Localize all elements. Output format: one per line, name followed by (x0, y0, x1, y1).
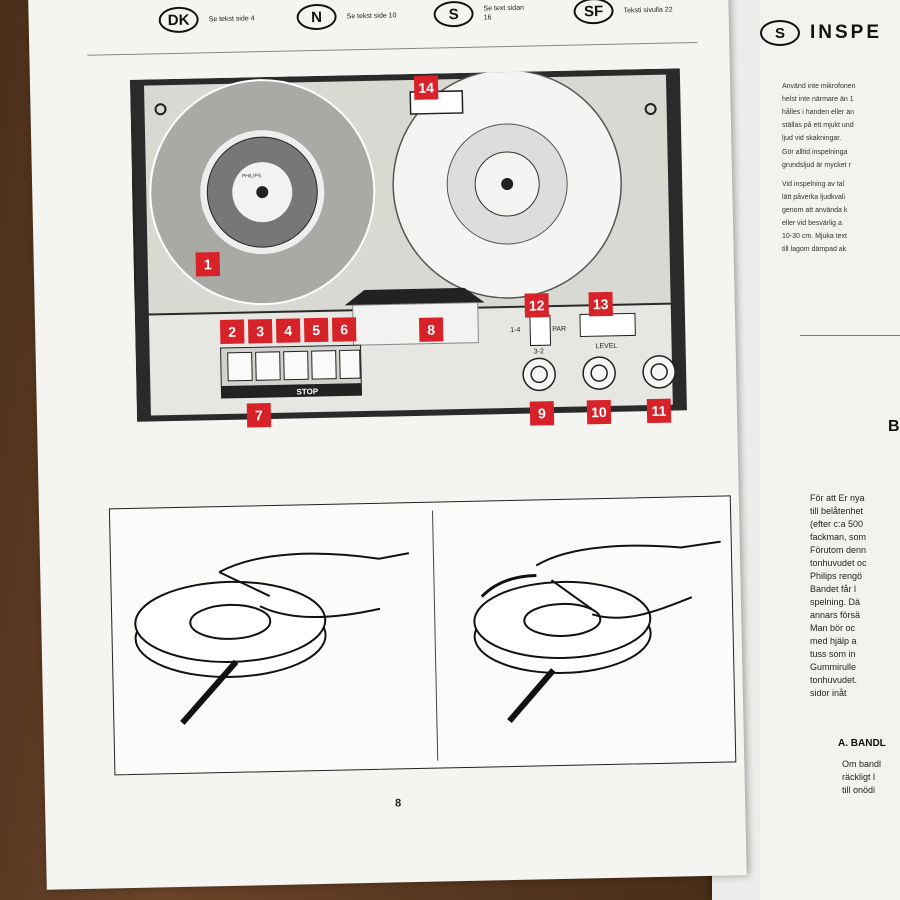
lang-ref-sf: SF Teksti sivulla 22 (573, 0, 674, 25)
illustration-divider (432, 511, 438, 761)
page-number: 8 (395, 797, 401, 809)
track-label-par: PAR (552, 326, 566, 333)
reel-brand-label: PHILIPS (242, 173, 262, 179)
callout-13: 13 (588, 292, 612, 316)
callout-1: 1 (196, 252, 220, 276)
track-label-1-4: 1-4 (510, 327, 520, 334)
right-page-header: S INSPE (760, 20, 882, 46)
cleaning-illustrations (109, 495, 736, 775)
lang-ref-s: S Se text sidan 16 (433, 0, 534, 28)
track-label-3-2: 3-2 (534, 348, 544, 355)
right-page-heading: B (888, 418, 900, 436)
stop-key-label: STOP (296, 387, 318, 396)
left-page: DK Se tekst side 4 N Se tekst side 10 S … (28, 0, 747, 890)
illustration-right (440, 501, 745, 762)
lang-badge-s: S (760, 20, 800, 46)
right-page-rule (800, 335, 900, 336)
callout-14: 14 (414, 75, 438, 99)
callout-3: 3 (248, 319, 272, 343)
level-meter (580, 313, 635, 336)
level-label: LEVEL (596, 343, 618, 350)
callout-8: 8 (419, 317, 443, 341)
callout-11: 11 (647, 399, 671, 423)
right-page-title: INSPE (810, 22, 882, 44)
callout-2: 2 (220, 320, 244, 344)
track-selector (530, 315, 551, 345)
language-references: DK Se tekst side 4 N Se tekst side 10 S … (28, 0, 729, 50)
right-page-subheading: A. BANDL (838, 738, 886, 749)
callout-5: 5 (304, 318, 328, 342)
callout-7: 7 (247, 403, 271, 427)
callout-9: 9 (530, 401, 554, 425)
callout-4: 4 (276, 318, 300, 342)
lang-ref-dk: DK Se tekst side 4 (158, 5, 259, 33)
control-knobs (523, 356, 676, 391)
lang-ref-n: N Se tekst side 10 (296, 2, 397, 30)
callout-6: 6 (332, 317, 356, 341)
control-keys: STOP (221, 345, 362, 398)
callout-10: 10 (587, 400, 611, 424)
head-window (353, 303, 479, 346)
illustration-left (118, 508, 433, 769)
callout-12: 12 (524, 293, 548, 317)
